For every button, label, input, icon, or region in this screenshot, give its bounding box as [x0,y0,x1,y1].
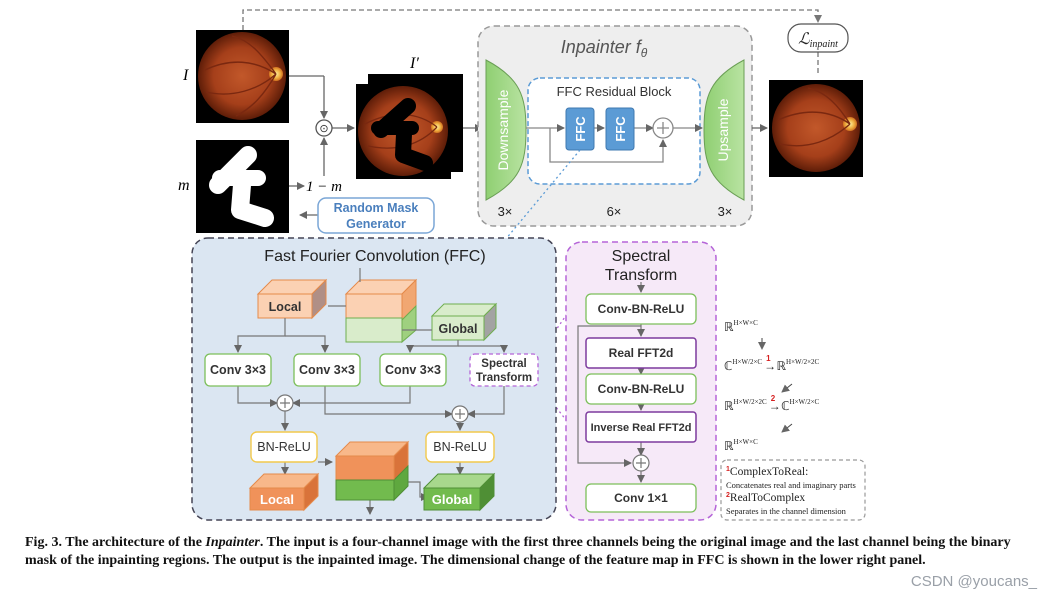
local-feature-cube [256,278,328,320]
dim-row-2: ℂH×W/2×C→1ℝH×W/2×2C [724,354,820,373]
random-mask-generator [317,197,435,234]
ffc-block-2 [605,107,635,151]
global-feature-cube [430,302,498,342]
dim-arrow-diag-1 [781,383,793,393]
add-global-plus-icon [455,409,465,419]
downsample-multiplier: 3× [498,204,513,219]
masked-image [356,74,463,179]
loss-box [787,23,849,53]
multiply-operator [315,119,333,137]
ffc-multiplier: 6× [607,204,622,219]
dimension-panel: ℝH×W×C ℂH×W/2×C→1ℝH×W/2×2C ℝH×W/2×2C→2ℂH… [724,319,820,453]
residual-add-plus-icon [657,122,669,134]
dim-arrow-diag-2 [781,423,793,433]
local-output-label: Local [260,492,294,507]
spectral-step-4 [585,411,697,443]
spectral-step-1 [585,293,697,325]
spectral-step-4-label: Inverse Real FFT2d [591,422,692,434]
output-image [769,80,863,177]
local-output-cube [248,472,320,512]
mask-image [196,140,289,233]
bn-relu-global-label: BN-ReLU [433,440,487,454]
conv-global-local [379,353,447,387]
spectral-step-3-label: Conv-BN-ReLU [598,382,685,396]
dim-row-1: ℝH×W×C [724,319,758,334]
conv-local-global [293,353,361,387]
ffc-panel-wiring [234,268,508,515]
downsample-label: Downsample [495,89,511,170]
conv-global-local-label: Conv 3×3 [385,363,441,377]
spectral-step-3 [585,373,697,405]
conv-local-global-label: Conv 3×3 [299,363,355,377]
spectral-step-5 [585,483,697,513]
dimension-legend [720,459,866,521]
spectral-panel-title-line2: Transform [605,267,677,284]
legend-2-title: 2RealToComplex [726,492,805,504]
combined-output-cube [334,440,410,502]
spectral-transform-small-line1: Spectral [481,358,526,370]
ffc-residual-block-title: FFC Residual Block [557,84,672,99]
label-one-minus-m: 1 − m [306,179,342,195]
global-output-label: Global [432,492,472,507]
ffc-panel-title: Fast Fourier Convolution (FFC) [264,248,485,265]
label-m: m [178,177,190,194]
multiply-symbol: ⊙ [319,123,328,135]
upsample-label: Upsample [715,98,731,161]
spectral-step-2-label: Real FFT2d [609,346,674,360]
dimension-legend-text: 1ComplexToReal: Concatenates real and im… [726,466,856,516]
label-I: I [182,67,189,84]
ffc-block-1-label: FFC [573,116,588,142]
watermark: CSDN @youcans_ [910,573,1037,590]
random-mask-generator-line1: Random Mask [334,201,419,215]
spectral-panel-title-line1: Spectral [612,248,671,265]
spectral-add-plus-icon [636,458,646,468]
label-I-prime: I′ [409,55,419,72]
loss-connector [242,9,822,74]
upsample-block [703,59,745,201]
ffc-block-2-label: FFC [613,116,628,142]
global-output-cube [422,472,496,512]
bn-relu-local-label: BN-ReLU [257,440,311,454]
zoom-link-ffc [499,149,581,247]
dim-row-3: ℝH×W/2×2C→2ℂH×W/2×C [724,394,820,413]
input-feature-cube [344,278,418,344]
architecture-diagram: I m ⊙ 1 − m I′ Random Mask Generator Inp… [178,9,866,521]
bn-relu-global [425,431,495,463]
local-feature-label: Local [269,300,302,314]
caption-italic: Inpainter [205,535,260,550]
conv-local-local-label: Conv 3×3 [210,363,266,377]
spectral-transform-small-line2: Transform [476,372,532,384]
add-local-plus-icon [280,398,290,408]
figure-caption: Fig. 3. The architecture of the Inpainte… [25,534,1025,570]
legend-1-title: 1ComplexToReal: [726,466,808,478]
spectral-step-1-label: Conv-BN-ReLU [598,302,685,316]
caption-rest: . The input is a four-channel image with… [25,535,1011,568]
spectral-step-5-label: Conv 1×1 [614,491,668,505]
caption-prefix: Fig. 3. The architecture of the [25,535,206,550]
random-mask-generator-line2: Generator [346,217,406,231]
spectral-step-2 [585,337,697,369]
conv-local-local [204,353,272,387]
bn-relu-local [250,431,318,463]
downsample-block [485,59,527,201]
spectral-transform-small [469,353,539,387]
dim-row-4: ℝH×W×C [724,438,758,453]
global-feature-label: Global [439,322,478,336]
legend-1-desc: Concatenates real and imaginary parts [726,480,856,490]
ffc-residual-wiring [526,124,703,163]
upsample-multiplier: 3× [718,204,733,219]
spectral-wiring [577,282,645,483]
loss-label: ℒinpaint [798,31,838,50]
inpainter-title: Inpainter fθ [561,37,648,60]
input-image [196,30,289,123]
legend-2-desc: Separates in the channel dimension [726,506,847,516]
